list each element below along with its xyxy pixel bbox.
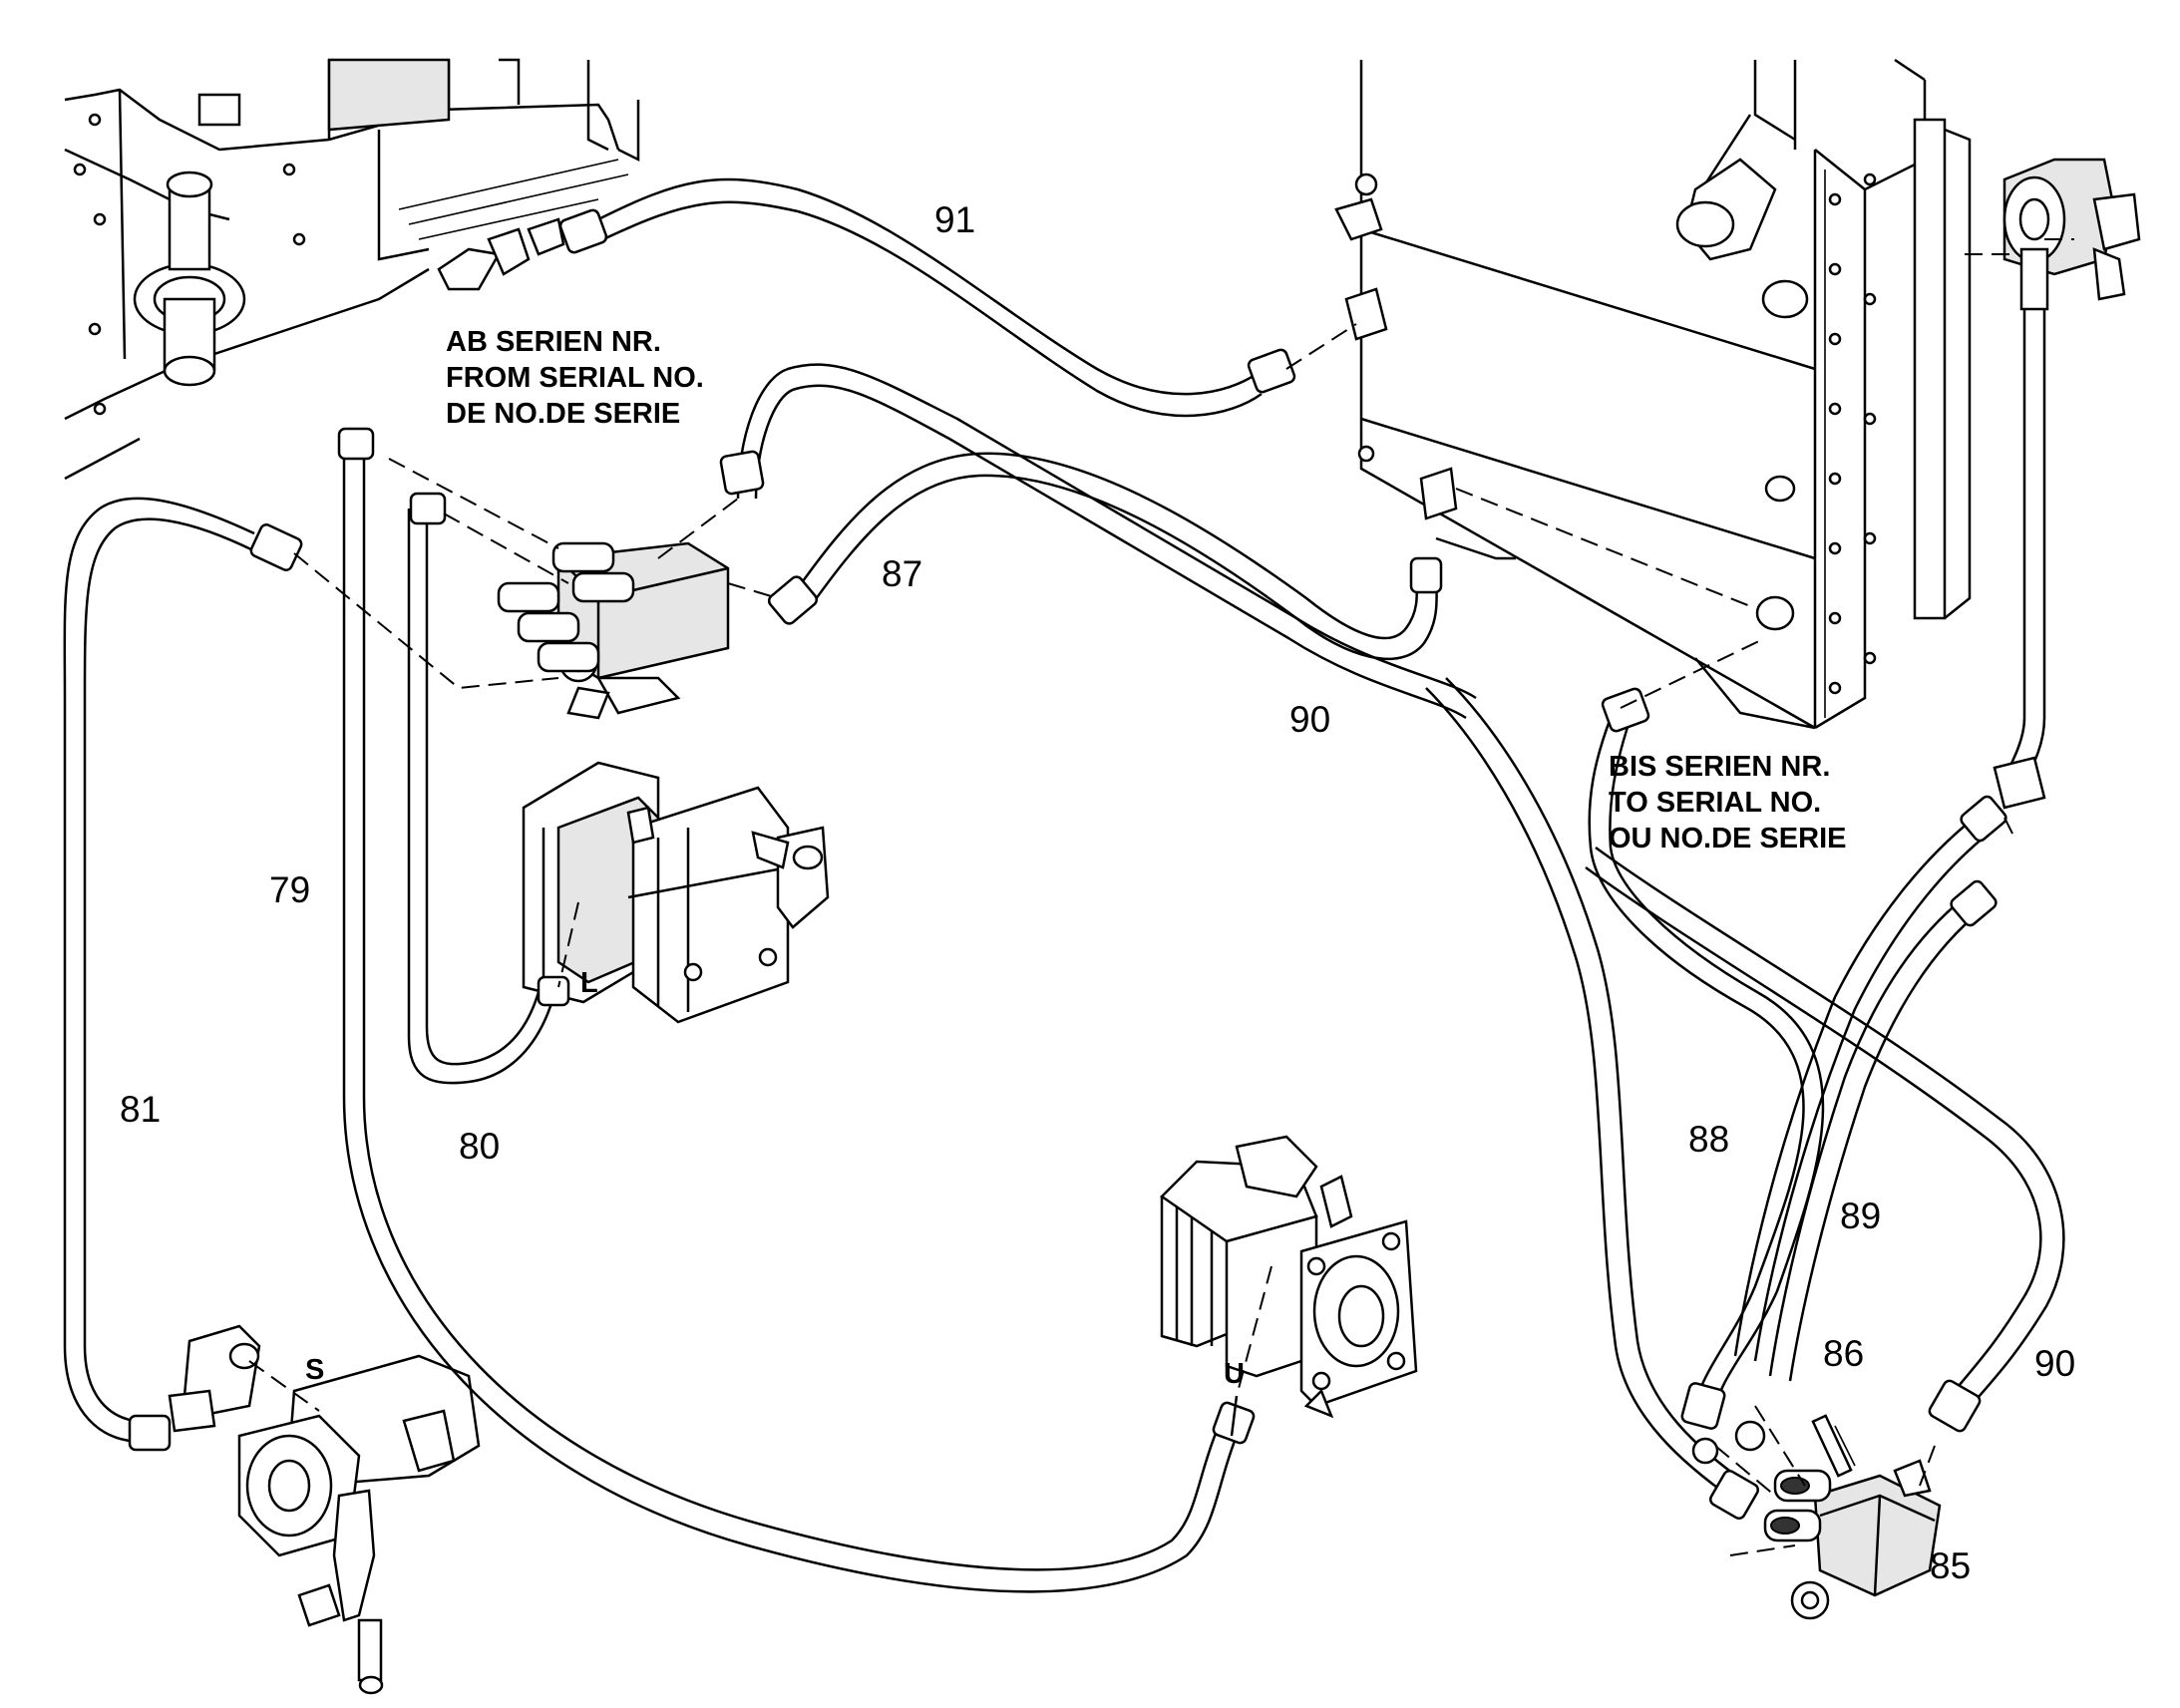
callout-81: 81 [120,1089,161,1130]
callout-90-center: 90 [1289,699,1330,740]
port-label-S: S [305,1354,324,1386]
callout-85: 85 [1930,1545,1971,1586]
note-to-serial: BIS SERIEN NR. TO SERIAL NO. OU NO.DE SE… [1609,751,1847,854]
hose-91 [558,177,1296,418]
hose-87 [767,452,1443,661]
auxiliary-pump-top-right [2002,158,2141,311]
callout-88: 88 [1688,1119,1729,1160]
hose-90 [1425,677,2065,1521]
control-valve-block [497,541,730,720]
note-from-serial-en: FROM SERIAL NO. [446,362,704,394]
note-from-serial-fr: DE NO.DE SERIE [446,398,680,430]
callout-86: 86 [1823,1333,1864,1374]
machine-frame-top-left [64,58,640,481]
hose-88 [1588,687,1825,1430]
hose-80 [407,492,570,1085]
port-label-U: U [1224,1358,1245,1390]
hose-81 [63,497,303,1452]
dashed-connection-lines [248,238,2074,1556]
valve-block-85 [1763,1414,1942,1597]
callout-90-right: 90 [2034,1343,2075,1384]
note-from-serial-de: AB SERIEN NR. [446,326,661,358]
callout-89: 89 [1840,1196,1881,1236]
callout-91: 91 [934,199,975,240]
hoses [63,177,2065,1593]
fittings-block-85 [1691,1420,1830,1620]
note-from-serial: AB SERIEN NR. FROM SERIAL NO. DE NO.DE S… [446,326,704,430]
cooler-assembly [1334,58,1972,730]
note-to-serial-en: TO SERIAL NO. [1609,787,1821,819]
callout-80: 80 [459,1126,500,1167]
note-to-serial-de: BIS SERIEN NR. [1609,751,1830,783]
hydraulic-pump-L [522,761,830,1024]
gear-pump-S [168,1324,481,1695]
callout-79: 79 [269,869,310,910]
note-to-serial-fr: OU NO.DE SERIE [1609,823,1847,854]
hose-89 [1733,795,2007,1382]
drive-flange [133,171,246,387]
hose-top-right-pump [1993,309,2046,810]
port-labels: L S U [305,967,1245,1390]
callout-numbers: 91 87 90 79 81 80 88 89 86 90 85 [120,199,2075,1586]
callout-87: 87 [882,553,922,594]
port-label-L: L [580,967,598,999]
cooler-port-lower [1357,445,1796,631]
hydraulic-pump-U [1160,1135,1418,1408]
hose-79 [337,427,1256,1593]
hose-87-upper [719,363,1477,720]
cooler-port-upper [1334,172,1388,341]
